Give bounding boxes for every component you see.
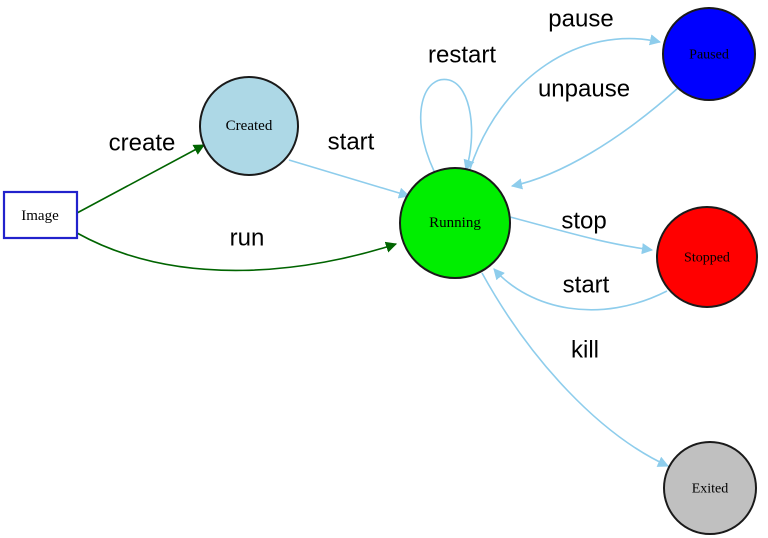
edge-restart-path — [419, 78, 475, 172]
edge-label-stop: stop — [561, 208, 606, 235]
edge-label-pause: pause — [548, 6, 613, 33]
edge-label-restart: restart — [428, 42, 496, 69]
node-created[interactable]: Created — [199, 76, 299, 176]
node-running[interactable]: Running — [399, 167, 511, 279]
node-created-shape — [199, 76, 299, 176]
node-paused[interactable]: Paused — [662, 7, 756, 101]
edge-unpause[interactable]: unpause — [510, 76, 679, 190]
node-image[interactable]: Image — [2, 190, 79, 240]
node-running-label: Running — [429, 215, 481, 231]
edge-unpause-path — [510, 87, 679, 190]
edge-label-start-created: start — [328, 129, 375, 156]
edge-label-start-stopped: start — [563, 272, 610, 299]
edge-label-unpause: unpause — [538, 76, 630, 103]
edge-pause-path — [469, 34, 662, 170]
edge-create-path — [76, 144, 205, 214]
node-stopped-shape — [656, 206, 758, 308]
edge-start-created-running[interactable]: start — [288, 129, 411, 199]
edge-stop[interactable]: stop — [509, 208, 654, 255]
edge-run[interactable]: run — [76, 225, 398, 272]
node-created-label: Created — [226, 118, 273, 134]
node-stopped[interactable]: Stopped — [656, 206, 758, 308]
node-running-shape — [399, 167, 511, 279]
node-exited-shape — [663, 441, 757, 535]
edge-start1-path — [288, 159, 411, 199]
edge-label-kill: kill — [571, 337, 599, 364]
edge-label-create: create — [109, 130, 176, 157]
edge-start-stopped-running[interactable]: start — [493, 268, 668, 311]
node-exited[interactable]: Exited — [663, 441, 757, 535]
node-image-label: Image — [21, 208, 59, 224]
edge-stop-path — [509, 216, 654, 255]
edge-label-run: run — [230, 225, 265, 252]
edge-run-path — [76, 232, 398, 272]
edge-kill[interactable]: kill — [481, 272, 670, 467]
node-image-shape — [2, 190, 79, 240]
edge-pause[interactable]: pause — [469, 6, 662, 170]
node-exited-label: Exited — [692, 482, 729, 497]
node-stopped-label: Stopped — [684, 251, 730, 266]
edge-create[interactable]: create — [76, 130, 205, 214]
node-paused-label: Paused — [689, 48, 729, 63]
edge-kill-path — [481, 272, 670, 467]
node-paused-shape — [662, 7, 756, 101]
edge-restart-self-loop[interactable]: restart — [419, 42, 497, 172]
edge-start2-path — [493, 268, 668, 311]
